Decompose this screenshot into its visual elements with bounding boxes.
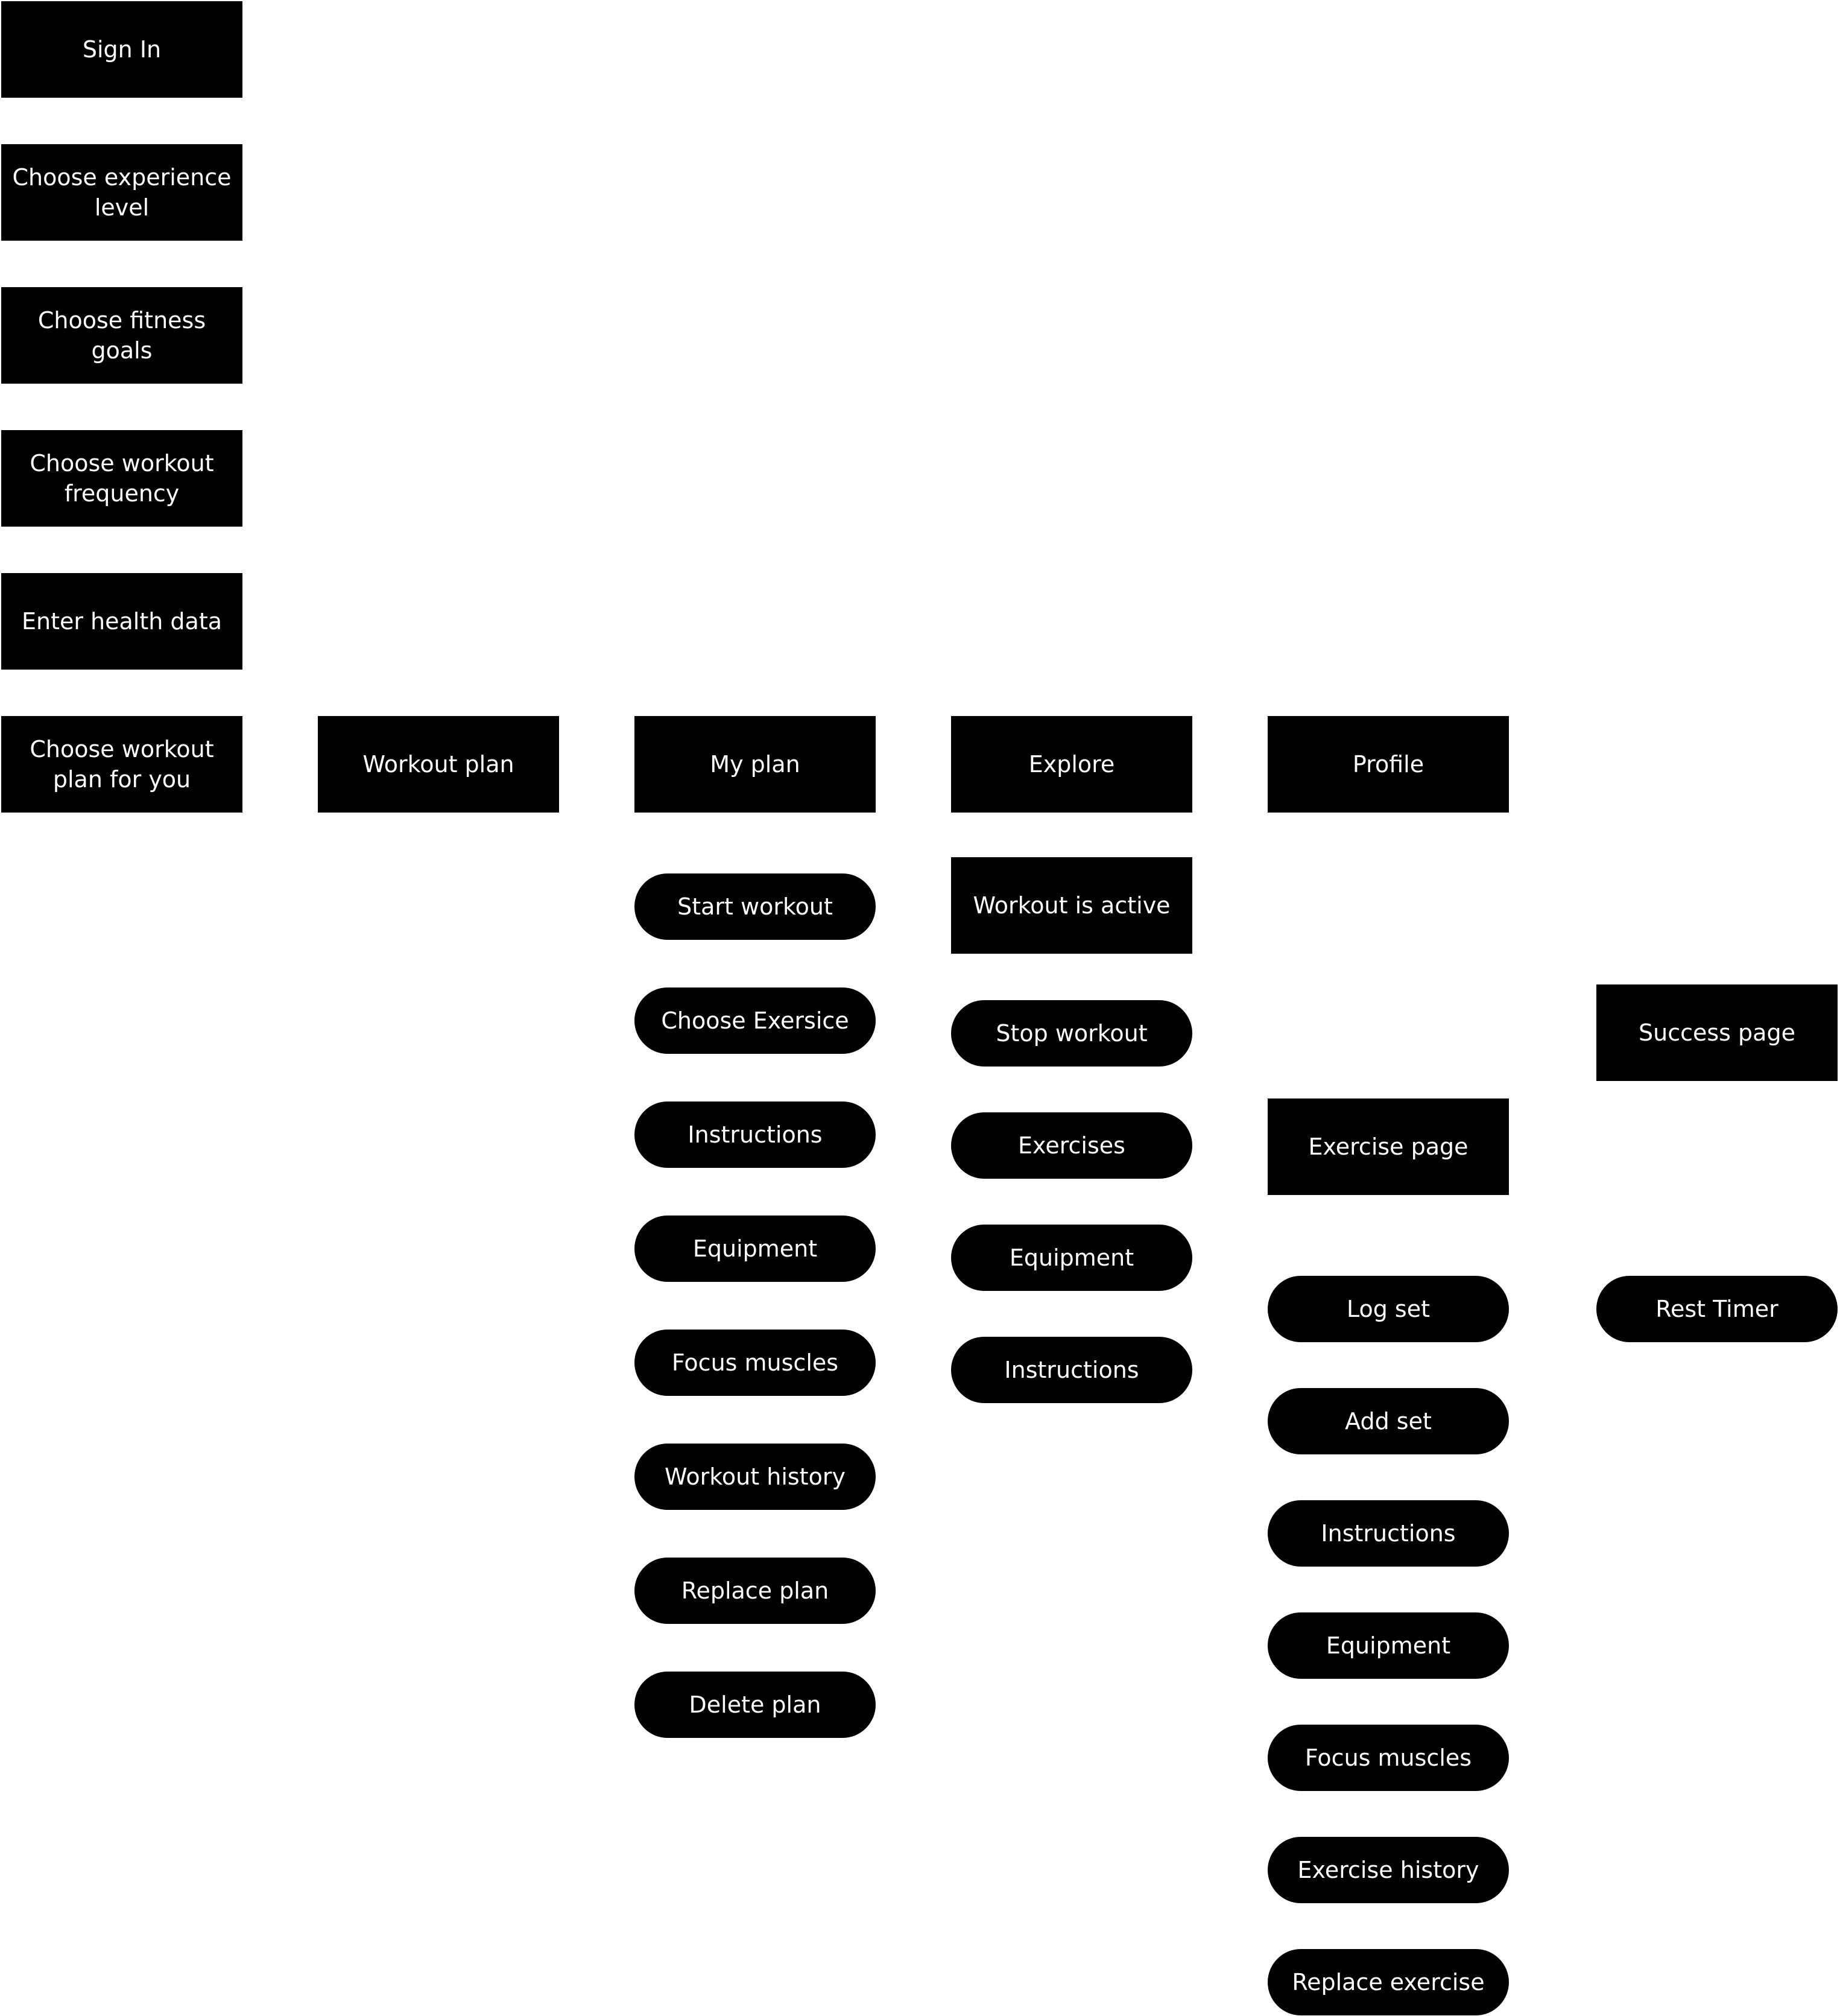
pill-instructions: Instructions bbox=[634, 1102, 876, 1168]
node-my-plan: My plan bbox=[634, 716, 876, 813]
node-sign-in: Sign In bbox=[1, 1, 242, 98]
pill-instructions-profile: Instructions bbox=[1268, 1500, 1509, 1567]
node-profile: Profile bbox=[1268, 716, 1509, 813]
node-choose-workout-frequency: Choose workout frequency bbox=[1, 430, 242, 527]
pill-exercise-history: Exercise history bbox=[1268, 1837, 1509, 1903]
node-success-page: Success page bbox=[1596, 984, 1838, 1081]
node-workout-plan: Workout plan bbox=[318, 716, 559, 813]
pill-replace-exercise: Replace exercise bbox=[1268, 1949, 1509, 2015]
pill-instructions-explore: Instructions bbox=[951, 1337, 1192, 1403]
pill-exercises: Exercises bbox=[951, 1112, 1192, 1179]
node-choose-workout-plan-for-you: Choose workout plan for you bbox=[1, 716, 242, 813]
pill-focus-muscles: Focus muscles bbox=[634, 1330, 876, 1396]
node-choose-fitness-goals: Choose fitness goals bbox=[1, 287, 242, 384]
pill-rest-timer: Rest Timer bbox=[1596, 1276, 1838, 1342]
pill-choose-exercise: Choose Exersice bbox=[634, 987, 876, 1054]
pill-stop-workout: Stop workout bbox=[951, 1000, 1192, 1067]
pill-focus-muscles-profile: Focus muscles bbox=[1268, 1725, 1509, 1791]
pill-log-set: Log set bbox=[1268, 1276, 1509, 1342]
pill-workout-history: Workout history bbox=[634, 1444, 876, 1510]
pill-equipment: Equipment bbox=[634, 1216, 876, 1282]
node-choose-experience-level: Choose experience level bbox=[1, 144, 242, 241]
node-exercise-page: Exercise page bbox=[1268, 1098, 1509, 1195]
node-explore: Explore bbox=[951, 716, 1192, 813]
pill-start-workout: Start workout bbox=[634, 873, 876, 940]
node-enter-health-data: Enter health data bbox=[1, 573, 242, 670]
pill-replace-plan: Replace plan bbox=[634, 1558, 876, 1624]
node-workout-is-active: Workout is active bbox=[951, 857, 1192, 954]
pill-add-set: Add set bbox=[1268, 1388, 1509, 1454]
pill-equipment-explore: Equipment bbox=[951, 1225, 1192, 1291]
pill-delete-plan: Delete plan bbox=[634, 1672, 876, 1738]
pill-equipment-profile: Equipment bbox=[1268, 1612, 1509, 1679]
